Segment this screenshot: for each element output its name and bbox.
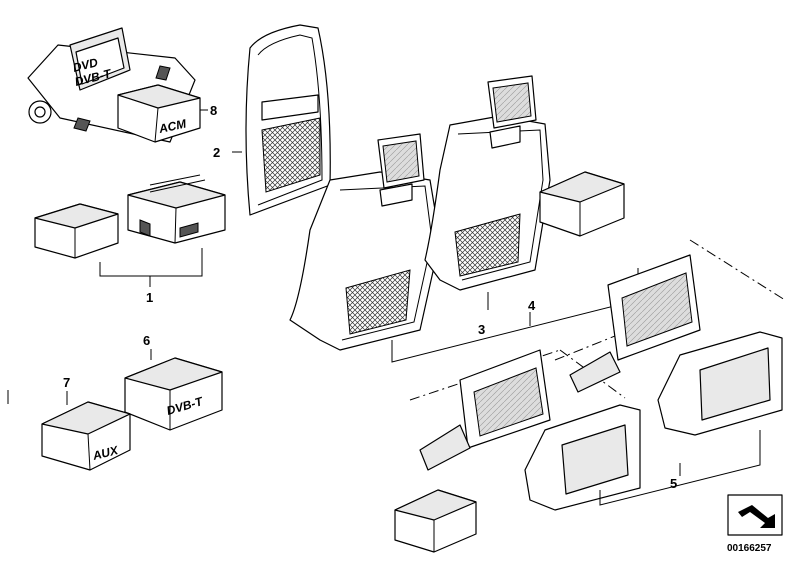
dvd-label: DVD [71, 55, 99, 75]
acm-label: ACM [157, 116, 189, 136]
callout-3: 3 [478, 322, 485, 337]
seat-back-panel [245, 24, 331, 216]
reference-number: 00166257 [727, 543, 772, 554]
spare-box-bottom [394, 489, 477, 553]
dvd-unit: DVD DVB-T [27, 27, 196, 143]
reference-badge: 00166257 [727, 494, 783, 554]
monitor-right [569, 254, 701, 393]
dvb-t-module: DVB-T [124, 357, 223, 431]
seat-right [424, 75, 551, 291]
arrow-icon [738, 505, 775, 528]
module-box-right [127, 174, 226, 244]
monitor-left [419, 349, 551, 471]
seat-left [289, 133, 441, 351]
callout-4: 4 [528, 298, 536, 313]
callout-8: 8 [210, 103, 217, 118]
callout-7: 7 [63, 375, 70, 390]
callout-1: 1 [146, 290, 153, 305]
callout-6: 6 [143, 333, 150, 348]
aux-module: AUX [41, 401, 131, 471]
acm-module: ACM [117, 84, 201, 143]
spare-box-seat [539, 171, 625, 237]
trim-housing-left [524, 404, 641, 511]
callout-2: 2 [213, 145, 220, 160]
trim-housing-right [657, 331, 783, 436]
callout-5: 5 [670, 476, 677, 491]
module-box-left [34, 203, 119, 259]
aux-label: AUX [90, 443, 120, 463]
